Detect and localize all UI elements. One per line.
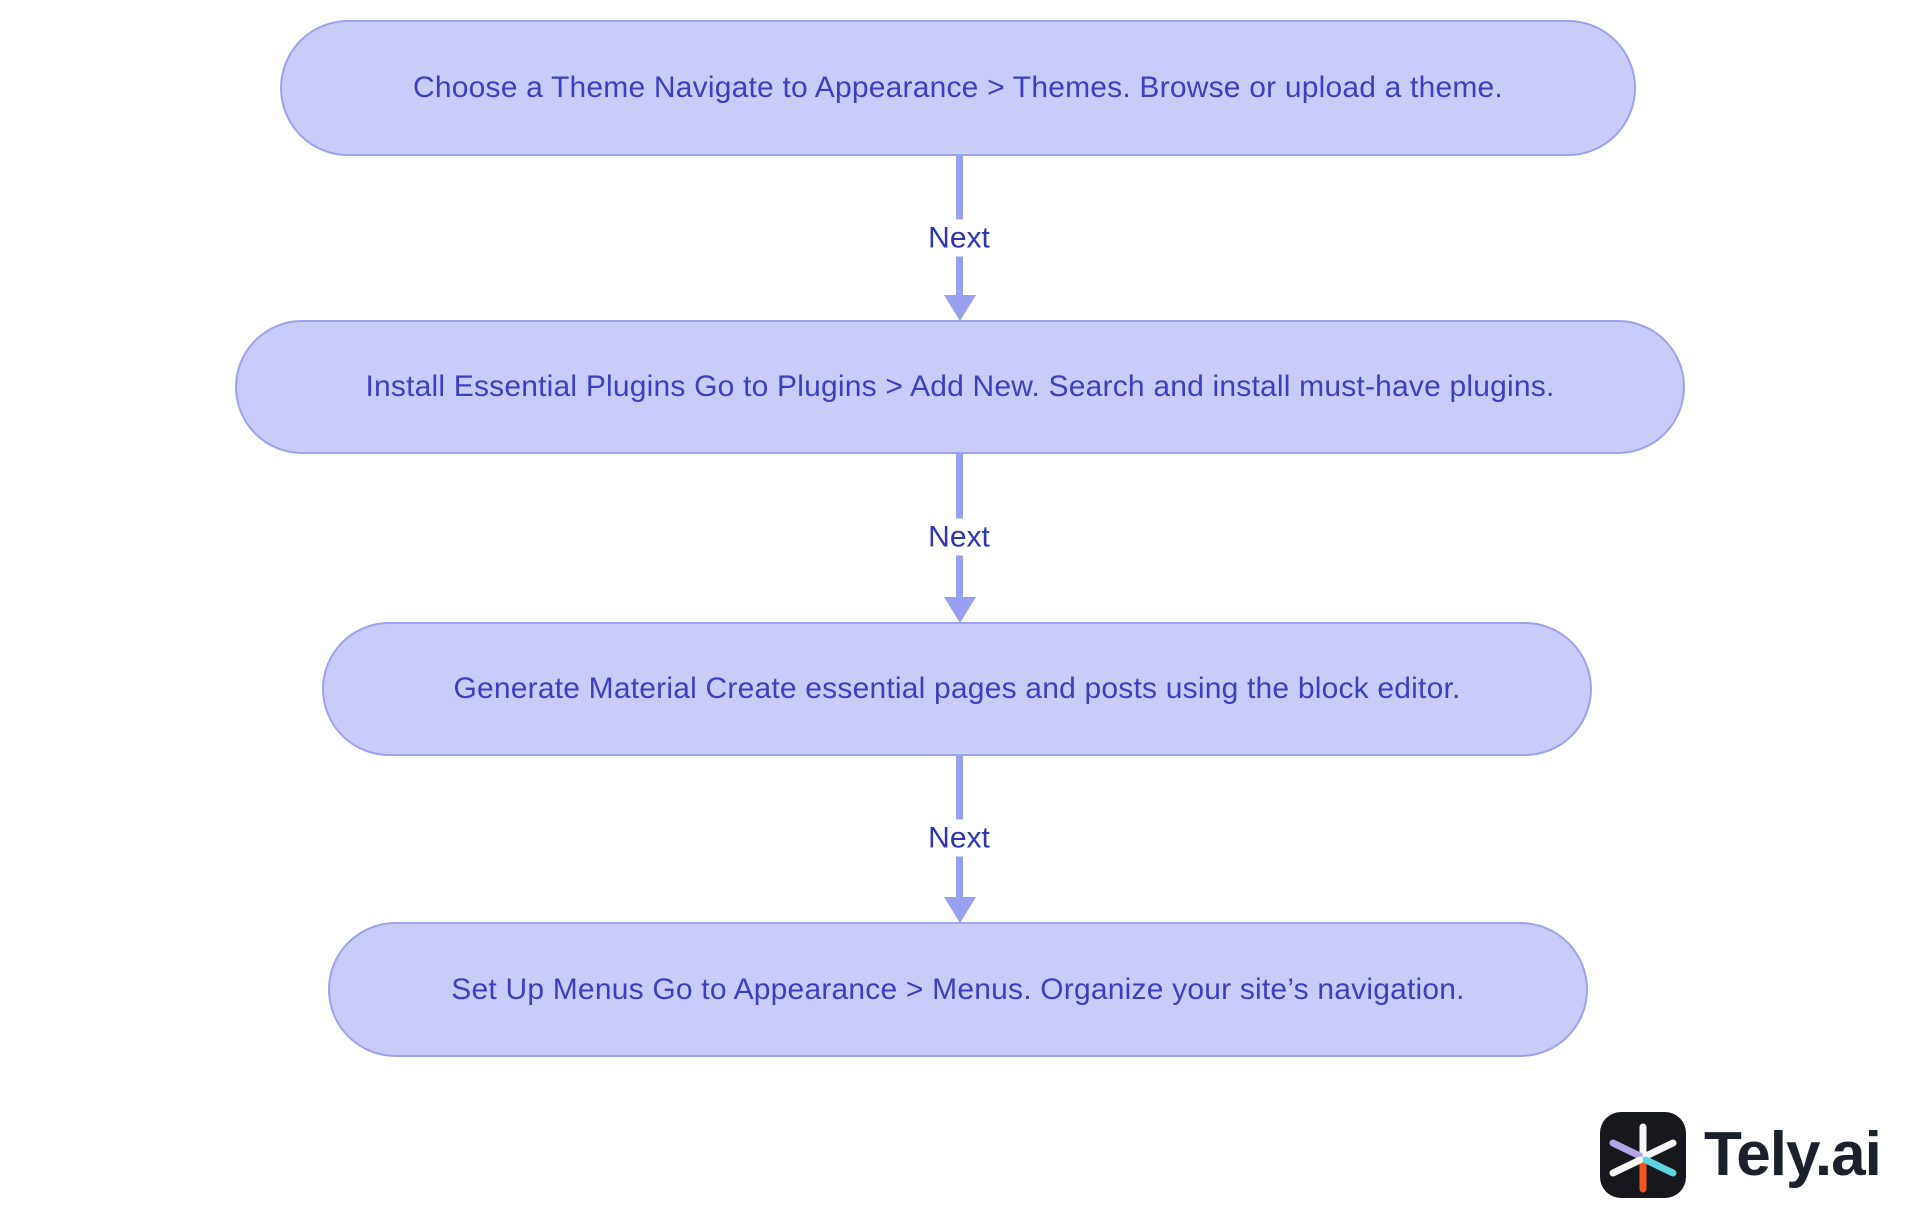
flow-node-install-plugins: Install Essential Plugins Go to Plugins …: [235, 320, 1685, 454]
arrow-head-icon: [944, 897, 976, 923]
arrow-label: Next: [918, 518, 1000, 556]
flow-node-choose-theme: Choose a Theme Navigate to Appearance > …: [280, 20, 1636, 156]
brand-wordmark: Tely.ai: [1704, 1120, 1882, 1189]
flow-node-label: Install Essential Plugins Go to Plugins …: [365, 370, 1555, 403]
arrow-label: Next: [918, 219, 1000, 257]
arrow-head-icon: [944, 597, 976, 623]
flow-node-label: Generate Material Create essential pages…: [453, 672, 1461, 705]
flow-node-label: Choose a Theme Navigate to Appearance > …: [413, 71, 1503, 104]
flow-node-set-up-menus: Set Up Menus Go to Appearance > Menus. O…: [328, 922, 1588, 1057]
flow-node-generate-material: Generate Material Create essential pages…: [322, 622, 1592, 756]
arrow-label: Next: [918, 819, 1000, 857]
brand-asterisk-icon: [1600, 1112, 1686, 1198]
flow-node-label: Set Up Menus Go to Appearance > Menus. O…: [451, 972, 1465, 1006]
arrow-head-icon: [944, 295, 976, 321]
brand-logo: Tely.ai: [1600, 1112, 1882, 1198]
